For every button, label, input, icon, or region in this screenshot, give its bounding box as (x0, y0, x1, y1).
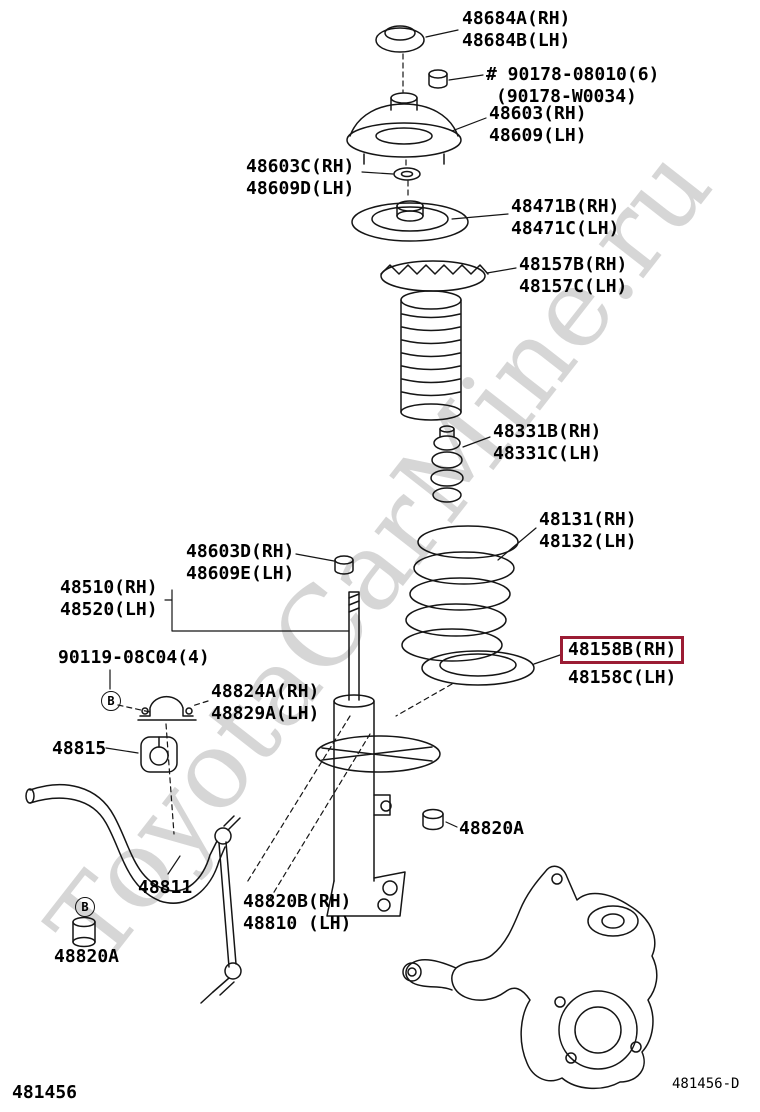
part-label-48158C: 48158C(LH) (568, 667, 677, 688)
part-number-line: 48824A(RH) (211, 681, 320, 702)
lower-insulator-drawing (421, 650, 535, 686)
part-label-48820B: 48820B(RH) 48810 (LH) (243, 891, 351, 935)
part-number-line: 48131(RH) (539, 509, 637, 530)
part-number-line: 48510(RH) (60, 577, 158, 598)
stabilizer-link-drawing (200, 815, 242, 1004)
cap-drawing (375, 25, 425, 53)
part-label-48131: 48131(RH) 48132(LH) (539, 509, 637, 553)
part-number-line: # 90178-08010(6) (486, 64, 660, 85)
part-label-48157: 48157B(RH) 48157C(LH) (519, 254, 627, 298)
part-label-90119: 90119-08C04(4) (58, 647, 210, 668)
stabilizer-bracket-drawing (137, 695, 197, 721)
callout-b-top: B (101, 691, 121, 711)
upper-seat-drawing (351, 200, 469, 242)
part-number-line: 48132(LH) (539, 531, 637, 552)
part-label-48684: 48684A(RH) 48684B(LH) (462, 8, 570, 52)
link-bushing-drawing (72, 916, 96, 948)
part-label-48815: 48815 (52, 738, 107, 759)
part-number-line: 48471C(LH) (511, 218, 620, 239)
part-label-48603C: 48603C(RH) 48609D(LH) (246, 156, 354, 200)
part-number-line: 48684A(RH) (462, 8, 571, 29)
part-label-48820A-nut: 48820A (459, 818, 525, 839)
part-number-line: 48810 (LH) (243, 913, 352, 934)
support-mount-drawing (346, 92, 462, 165)
diagram-revision-code: 481456-D (672, 1076, 740, 1092)
upper-insulator-drawing (380, 260, 489, 292)
part-number-line: 48603C(RH) (246, 156, 355, 177)
part-number-line: 48609D(LH) (246, 178, 355, 199)
part-number-line: 48609(LH) (489, 125, 587, 146)
part-number-line: 48520(LH) (60, 599, 158, 620)
coil-spring-drawing (401, 525, 519, 662)
part-label-48510: 48510(RH) 48520(LH) (60, 577, 158, 621)
part-number-line: 48829A(LH) (211, 703, 320, 724)
part-number-line: 48157B(RH) (519, 254, 628, 275)
part-label-48820A-bushing: 48820A (54, 946, 120, 967)
link-nut-drawing (422, 808, 444, 831)
steering-knuckle-drawing (402, 865, 658, 1090)
part-number-line: 48471B(RH) (511, 196, 620, 217)
part-number-line: 48684B(LH) (462, 30, 571, 51)
shock-absorber-drawing (315, 591, 441, 917)
top-nut-drawing (428, 69, 448, 89)
part-label-48603D: 48603D(RH) 48609E(LH) (186, 541, 294, 585)
part-number-line: 48603D(RH) (186, 541, 295, 562)
part-number-line: 48603(RH) (489, 103, 587, 124)
part-number-line: (90178-W0034) (496, 86, 637, 107)
part-label-48471: 48471B(RH) 48471C(LH) (511, 196, 619, 240)
part-label-48331: 48331B(RH) 48331C(LH) (493, 421, 601, 465)
strut-nut-drawing (334, 555, 354, 575)
part-label-48158B-highlighted[interactable]: 48158B(RH) (560, 636, 685, 664)
part-number-line: 48820B(RH) (243, 891, 352, 912)
part-label-48603: 48603(RH) 48609(LH) (489, 103, 587, 147)
figure-code: 481456 (12, 1082, 78, 1103)
bearing-washer-drawing (393, 167, 421, 181)
leader-lines (105, 29, 561, 875)
part-number-line: 48331C(LH) (493, 443, 602, 464)
part-label-90178: # 90178-08010(6) (90178-W0034) (486, 64, 659, 108)
part-number-line: 48157C(LH) (519, 276, 628, 297)
association-dashed-lines (117, 53, 453, 903)
callout-b-bottom: B (75, 897, 95, 917)
bumper-stop-drawing (430, 425, 464, 503)
part-number-line: 48331B(RH) (493, 421, 602, 442)
part-label-48824A: 48824A(RH) 48829A(LH) (211, 681, 319, 725)
stabilizer-bar-drawing (25, 783, 226, 904)
part-number-line: 48609E(LH) (186, 563, 295, 584)
part-label-48811: 48811 (138, 877, 193, 898)
bushing-drawing (140, 736, 178, 773)
dust-cover-drawing (400, 290, 462, 421)
